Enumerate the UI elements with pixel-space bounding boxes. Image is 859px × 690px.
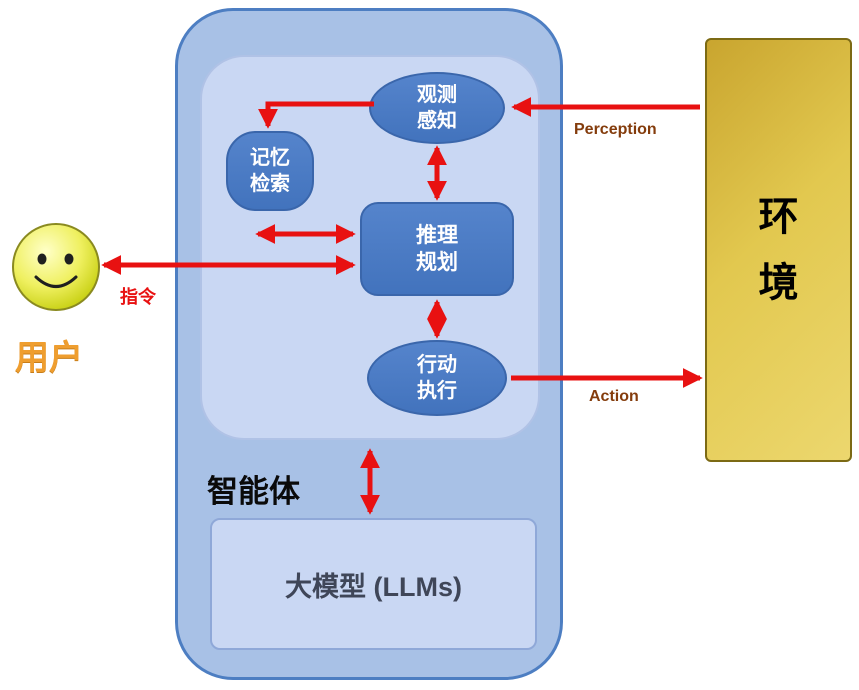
action-edge-label: Action xyxy=(589,388,639,405)
perception-edge-label: Perception xyxy=(574,121,657,138)
agent-label: 智能体 xyxy=(207,474,300,509)
llm-box: 大模型 (LLMs) xyxy=(210,518,537,650)
environment-box: 环 境 xyxy=(705,38,852,462)
node-action-execution: 行动 执行 xyxy=(367,340,507,416)
node-reasoning-planning: 推理 规划 xyxy=(360,202,514,296)
node-observation-perception: 观测 感知 xyxy=(369,72,505,144)
user-smiley-icon xyxy=(12,223,100,311)
environment-label: 环 境 xyxy=(758,195,799,305)
user-label: 用户 xyxy=(15,339,83,377)
instruction-edge-label: 指令 xyxy=(120,287,156,307)
node-memory-retrieval: 记忆 检索 xyxy=(226,131,314,211)
